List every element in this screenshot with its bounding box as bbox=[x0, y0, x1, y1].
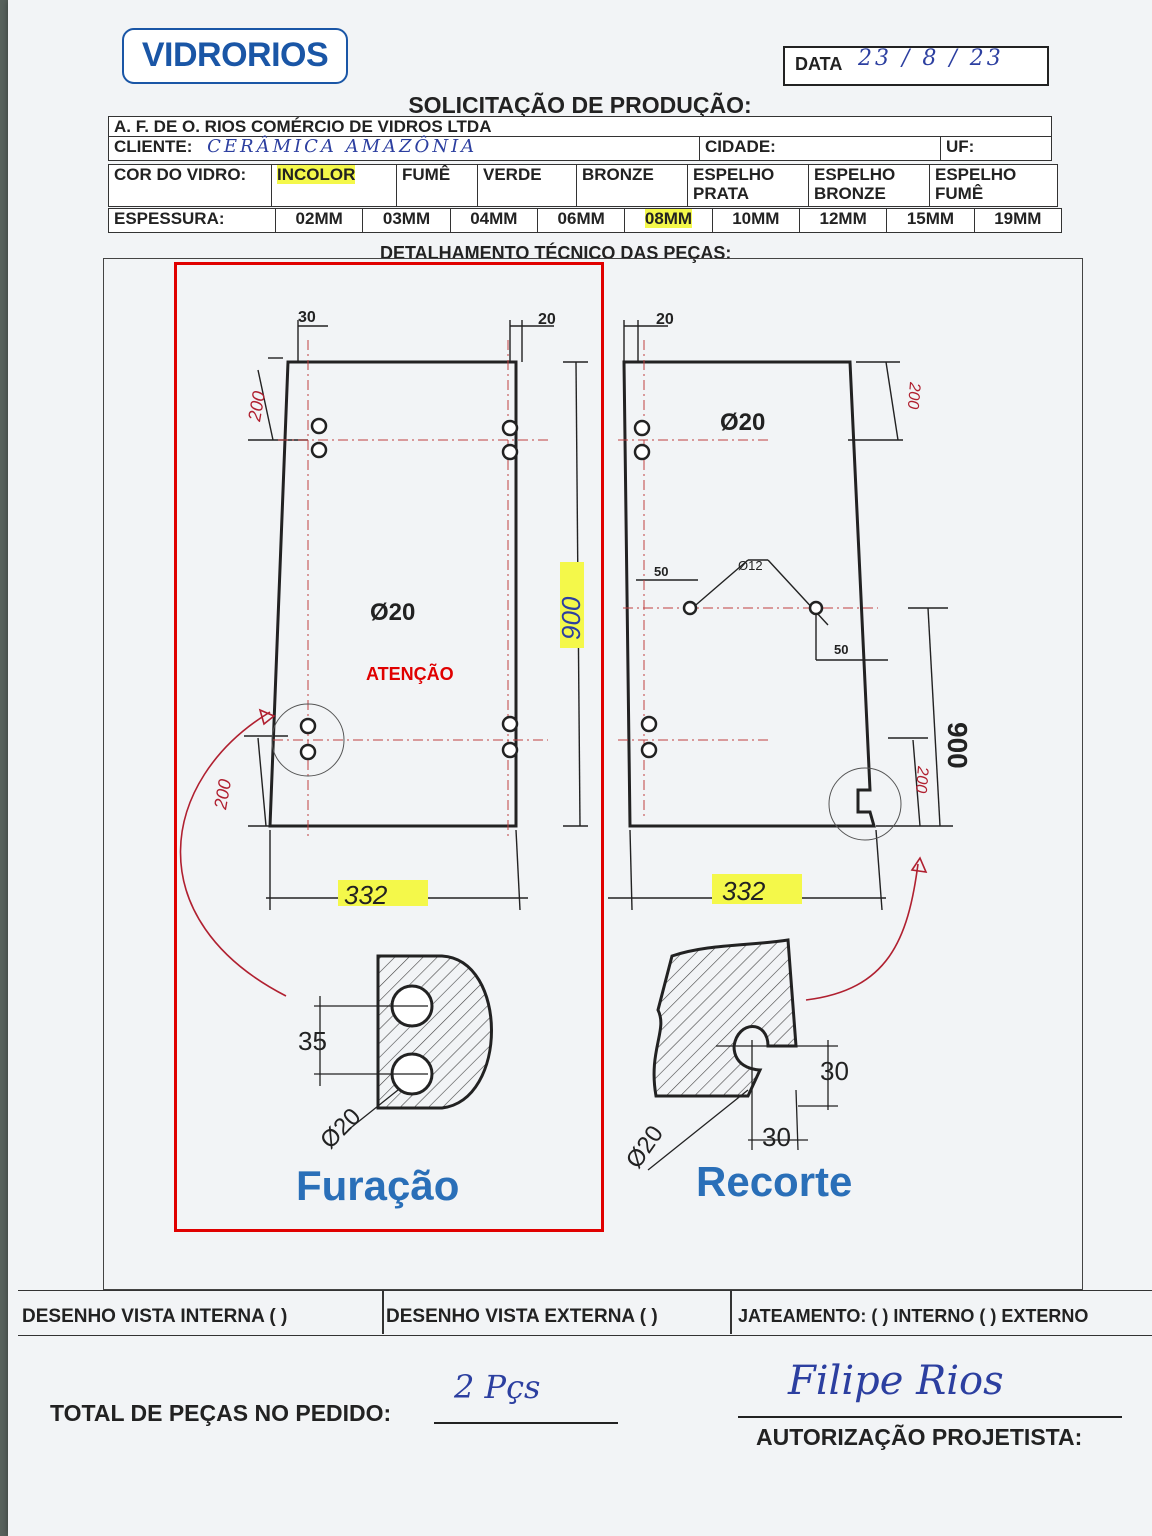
thickness-option-10mm[interactable]: 10MM bbox=[711, 208, 800, 233]
recorte-caption: Recorte bbox=[696, 1158, 852, 1205]
color-option-fume[interactable]: FUMÊ bbox=[396, 164, 478, 207]
highlight-red-box bbox=[174, 262, 604, 1232]
signature-line bbox=[738, 1416, 1122, 1418]
furacao-spacing-35: 35 bbox=[298, 1026, 327, 1056]
right-glass-panel bbox=[622, 360, 876, 828]
glass-color-table: COR DO VIDRO: INCOLOR FUMÊ VERDE BRONZE … bbox=[108, 164, 1058, 207]
thickness-option-15mm[interactable]: 15MM bbox=[886, 208, 975, 233]
internal-view-option[interactable]: DESENHO VISTA INTERNA ( ) bbox=[22, 1306, 288, 1327]
footer-separator bbox=[382, 1290, 384, 1334]
color-option-verde[interactable]: VERDE bbox=[477, 164, 577, 207]
thickness-option-03mm[interactable]: 03MM bbox=[362, 208, 451, 233]
dim-50-top: 50 bbox=[654, 564, 668, 579]
external-view-option[interactable]: DESENHO VISTA EXTERNA ( ) bbox=[386, 1306, 658, 1327]
atencao-label: ATENÇÃO bbox=[366, 664, 454, 684]
left-top-dim-30: 30 bbox=[298, 309, 316, 326]
total-pieces-label: TOTAL DE PEÇAS NO PEDIDO: bbox=[50, 1400, 392, 1426]
vidrorios-logo: VIDRORIOS bbox=[122, 28, 348, 84]
left-top-dim-20: 20 bbox=[538, 311, 556, 328]
order-form-sheet: VIDRORIOS DATA 23 / 8 / 23 SOLICITAÇÃO D… bbox=[8, 0, 1152, 1536]
client-table: A. F. DE O. RIOS COMÉRCIO DE VIDROS LTDA… bbox=[108, 116, 1052, 161]
thickness-label: ESPESSURA: bbox=[108, 208, 276, 233]
sandblast-option[interactable]: JATEAMENTO: ( ) INTERNO ( ) EXTERNO bbox=[738, 1306, 1089, 1326]
date-label: DATA bbox=[795, 54, 843, 74]
total-underline bbox=[434, 1422, 618, 1424]
footer-options-row bbox=[18, 1290, 1152, 1336]
right-bottom-offset: 200 bbox=[912, 765, 931, 794]
footer-separator bbox=[730, 1290, 732, 1334]
left-width-332: 332 bbox=[344, 880, 388, 910]
left-glass-panel bbox=[268, 360, 518, 828]
total-pieces-value[interactable]: 2 Pçs bbox=[454, 1368, 541, 1406]
right-top-dim-20: 20 bbox=[656, 311, 674, 328]
furacao-caption: Furação bbox=[296, 1162, 459, 1209]
city-label: CIDADE: bbox=[699, 136, 941, 161]
right-width-332: 332 bbox=[722, 876, 766, 906]
recorte-dim-30-bottom: 30 bbox=[762, 1122, 791, 1152]
drawing-frame bbox=[103, 258, 1083, 1290]
thickness-option-12mm[interactable]: 12MM bbox=[798, 208, 888, 233]
form-title: SOLICITAÇÃO DE PRODUÇÃO: bbox=[408, 92, 752, 118]
color-option-incolor[interactable]: INCOLOR bbox=[271, 164, 397, 207]
color-option-espelho-bronze[interactable]: ESPELHO BRONZE bbox=[808, 164, 930, 207]
date-value: 23 / 8 / 23 bbox=[858, 46, 1004, 71]
right-height-900: 900 bbox=[942, 722, 973, 769]
authorization-label: AUTORIZAÇÃO PROJETISTA: bbox=[756, 1424, 1083, 1450]
client-label: CLIENTE: bbox=[114, 137, 193, 156]
color-option-espelho-fume[interactable]: ESPELHO FUMÊ bbox=[929, 164, 1058, 207]
right-top-offset: 200 bbox=[904, 381, 923, 410]
thickness-option-04mm[interactable]: 04MM bbox=[449, 208, 538, 233]
client-cell: CLIENTE: CERÂMICA AMAZÔNIA bbox=[108, 136, 700, 161]
technical-drawing: 30 20 20 Ø20 Ø20 Ø12 50 50 900 900 200 2… bbox=[179, 309, 973, 1209]
glass-color-label: COR DO VIDRO: bbox=[108, 164, 272, 207]
thickness-option-19mm[interactable]: 19MM bbox=[973, 208, 1063, 233]
left-height-900: 900 bbox=[556, 596, 586, 640]
color-option-espelho-prata[interactable]: ESPELHO PRATA bbox=[687, 164, 809, 207]
thickness-option-02mm[interactable]: 02MM bbox=[274, 208, 364, 233]
designer-signature: Filipe Rios bbox=[788, 1358, 1004, 1404]
left-hole-label: Ø20 bbox=[370, 599, 415, 626]
client-value: CERÂMICA AMAZÔNIA bbox=[207, 136, 478, 157]
recorte-diameter: Ø20 bbox=[621, 1121, 669, 1174]
color-option-bronze[interactable]: BRONZE bbox=[576, 164, 688, 207]
thickness-table: ESPESSURA: 02MM 03MM 04MM 06MM 08MM 10MM… bbox=[108, 208, 1063, 233]
thickness-option-08mm[interactable]: 08MM bbox=[624, 208, 713, 233]
date-box bbox=[783, 46, 1049, 86]
uf-label: UF: bbox=[940, 136, 1052, 161]
recorte-dim-30-right: 30 bbox=[820, 1056, 849, 1086]
right-hole-label: Ø20 bbox=[720, 409, 765, 436]
dim-50-bottom: 50 bbox=[834, 642, 848, 657]
small-hole-label: Ø12 bbox=[738, 558, 763, 573]
recorte-detail: 30 30 Ø20 Recorte bbox=[621, 938, 852, 1205]
